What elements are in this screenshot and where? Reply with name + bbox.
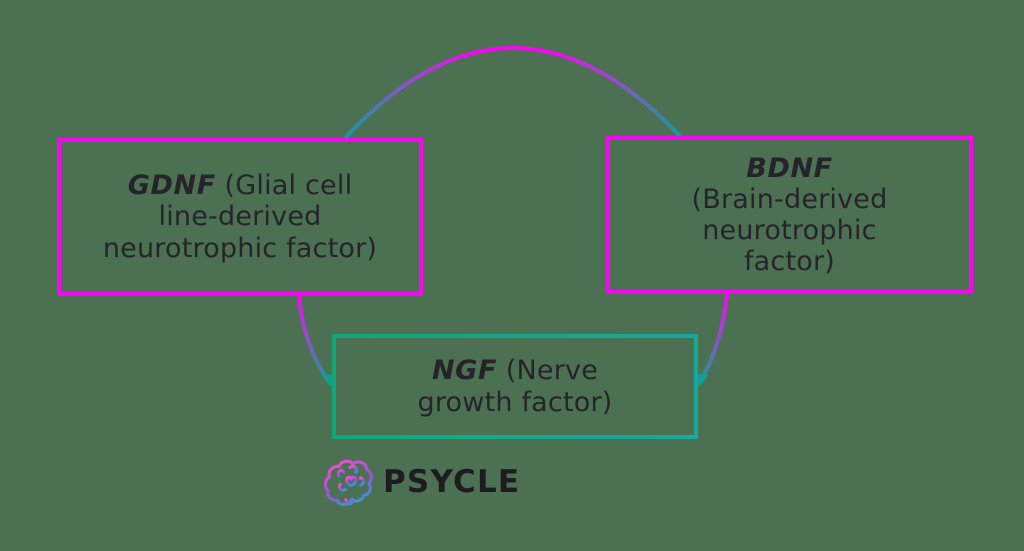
node-bdnf-label: BDNF (Brain-derived neurotrophic factor) bbox=[692, 153, 888, 277]
bdnf-acronym: BDNF bbox=[746, 152, 833, 184]
node-gdnf-label: GDNF (Glial cell line-derived neurotroph… bbox=[103, 170, 377, 263]
node-ngf: NGF (Nerve growth factor) bbox=[332, 334, 698, 439]
arc-top-gdnf-to-bdnf bbox=[343, 46, 682, 140]
brand-wordmark: PSYCLE bbox=[383, 463, 521, 500]
bdnf-description: (Brain-derived neurotrophic factor) bbox=[691, 183, 888, 278]
arrowhead-right-icon bbox=[696, 374, 709, 387]
gdnf-description: (Glial cell line-derived neurotrophic fa… bbox=[102, 170, 378, 264]
ngf-description: (Nerve growth factor) bbox=[417, 355, 613, 418]
node-gdnf: GDNF (Glial cell line-derived neurotroph… bbox=[57, 138, 423, 296]
arc-gdnf-to-ngf bbox=[297, 295, 331, 384]
ngf-acronym: NGF bbox=[431, 355, 497, 387]
brain-icon bbox=[323, 459, 373, 506]
gdnf-acronym: GDNF bbox=[127, 170, 216, 202]
node-bdnf: BDNF (Brain-derived neurotrophic factor) bbox=[606, 136, 973, 294]
arc-bdnf-to-ngf bbox=[698, 293, 729, 384]
psycle-logo: PSYCLE bbox=[322, 456, 520, 508]
node-ngf-label: NGF (Nerve growth factor) bbox=[418, 355, 613, 417]
arrowhead-left-icon bbox=[321, 374, 334, 387]
